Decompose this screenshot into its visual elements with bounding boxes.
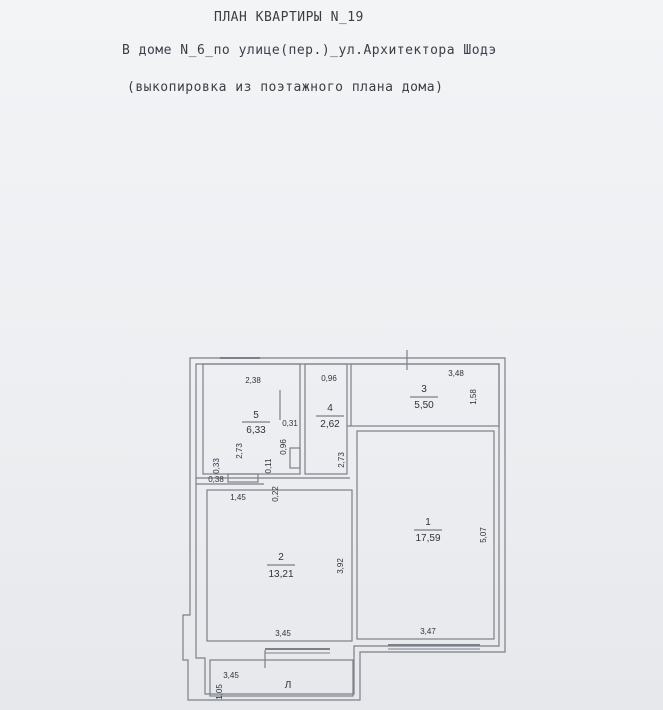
dim-room4-width: 0,96	[321, 374, 337, 383]
dim-closet-b: 0,96	[279, 439, 288, 455]
room-2-outline	[206, 489, 353, 642]
room-4-area: 2,62	[320, 419, 340, 430]
balcony-outline	[209, 659, 354, 697]
dim-room2-width: 3,45	[275, 629, 291, 638]
room-3-area: 5,50	[414, 400, 434, 411]
dim-room1-height: 5,07	[479, 527, 488, 543]
dim-room2-height: 3,92	[336, 558, 345, 574]
dim-room2-notch: 0,22	[271, 486, 280, 502]
dim-room2-top-left: 1,45	[230, 493, 246, 502]
address-line: В доме N_6_по улице(пер.)_ул.Архитектора…	[122, 43, 497, 58]
dim-niche-a: 0,33	[212, 458, 221, 474]
dim-room3-width: 3,48	[448, 369, 464, 378]
dim-closet-c: 0,11	[264, 458, 273, 474]
room-5-number: 5	[253, 410, 259, 421]
room-4-number: 4	[327, 403, 333, 414]
room-3-outline	[350, 363, 500, 427]
balcony-label: Л	[285, 680, 292, 691]
dim-room5-height: 2,73	[235, 443, 244, 459]
room-1-area: 17,59	[415, 533, 440, 544]
room-1-number: 1	[425, 517, 431, 528]
dim-room5-width: 2,38	[245, 376, 261, 385]
dim-closet-a: 0,31	[282, 419, 298, 428]
outer-wall-inner	[195, 363, 500, 695]
room-2-area: 13,21	[268, 569, 293, 580]
dim-balcony-width: 3,45	[223, 671, 239, 680]
room-5-area: 6,33	[246, 425, 266, 436]
room-2-number: 2	[278, 552, 284, 563]
dim-niche-b: 0,38	[208, 475, 224, 484]
dim-room1-width: 3,47	[420, 627, 436, 636]
outer-wall	[182, 357, 506, 701]
dim-balcony-depth: 1,05	[215, 684, 224, 700]
plan-title: ПЛАН КВАРТИРЫ N_19	[214, 10, 364, 25]
room-1-outline	[356, 430, 495, 640]
room-3-number: 3	[421, 384, 427, 395]
dim-room3-height: 1,58	[469, 389, 478, 405]
dim-room4-height: 2,73	[337, 452, 346, 468]
room-4-outline	[304, 363, 348, 475]
plan-subtitle: (выкопировка из поэтажного плана дома)	[127, 80, 444, 95]
